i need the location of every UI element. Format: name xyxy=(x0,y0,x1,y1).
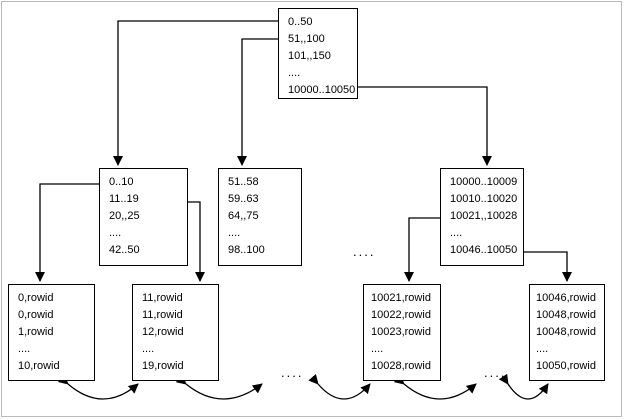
leaf-1-entry-3: 1,rowid xyxy=(18,326,54,338)
sibling-link-leaf-2-next xyxy=(175,374,263,400)
pointer-root-to-branch-1 xyxy=(113,20,278,166)
leaf-4-entry-2: 10048,rowid xyxy=(536,309,596,321)
leaf-2-entry-last: 19,rowid xyxy=(142,360,184,372)
root-key-3: 101,,150 xyxy=(288,50,331,62)
branch-1-key-ellipsis: .... xyxy=(109,227,122,239)
leaf-node-2: 11,rowid 11,rowid 12,rowid .... 19,rowid xyxy=(132,284,219,381)
branch-2-key-3: 64,,75 xyxy=(228,210,259,222)
branch-3-key-last: 10046..10050 xyxy=(450,244,518,256)
leaf-1-entry-ellipsis: .... xyxy=(18,343,31,355)
root-key-1: 0..50 xyxy=(288,16,313,28)
branch-1-key-3: 20,,25 xyxy=(109,210,140,222)
leaf-3-entry-last: 10028,rowid xyxy=(371,360,431,372)
leaf-1-entry-last: 10,rowid xyxy=(18,360,60,372)
root-key-2: 51,,100 xyxy=(288,33,325,45)
pointer-branch-1-to-leaf-1 xyxy=(35,183,104,282)
pointer-root-to-branch-2 xyxy=(237,38,278,166)
leaf-3-entry-3: 10023,rowid xyxy=(371,326,431,338)
branch-gap-ellipsis: .... xyxy=(353,244,376,259)
leaf-gap-ellipsis-left: .... xyxy=(281,365,304,380)
branch-1-key-last: 42..50 xyxy=(109,244,140,256)
pointer-branch-3-to-leaf-4 xyxy=(518,251,572,282)
branch-3-key-ellipsis: .... xyxy=(450,227,463,239)
branch-3-key-3: 10021,,10028 xyxy=(450,210,518,222)
root-node: 0..50 51,,100 101,,150 .... 10000..10050 xyxy=(278,8,358,99)
branch-2-key-last: 98..100 xyxy=(228,244,265,256)
branch-1-key-2: 11..19 xyxy=(109,193,139,205)
sibling-link-prev-leaf-3 xyxy=(308,373,371,400)
leaf-2-entry-2: 11,rowid xyxy=(142,309,183,321)
leaf-node-4: 10046,rowid 10048,rowid 10048,rowid ....… xyxy=(529,284,605,381)
leaf-4-entry-last: 10050,rowid xyxy=(536,360,596,372)
leaf-node-3: 10021,rowid 10022,rowid 10023,rowid ....… xyxy=(363,284,441,381)
branch-node-2: 51..58 59..63 64,,75 .... 98..100 xyxy=(218,168,302,266)
branch-3-key-2: 10010..10020 xyxy=(450,193,518,205)
pointer-root-to-branch-3 xyxy=(358,86,492,166)
sibling-link-leaf-1-2 xyxy=(57,374,139,400)
branch-node-3: 10000..10009 10010..10020 10021,,10028 .… xyxy=(440,168,524,266)
pointer-branch-3-to-leaf-3 xyxy=(404,217,442,282)
branch-2-key-2: 59..63 xyxy=(228,193,259,205)
sibling-link-prev-leaf-4 xyxy=(498,373,549,400)
branch-2-key-ellipsis: .... xyxy=(228,227,241,239)
branch-3-key-1: 10000..10009 xyxy=(450,176,518,188)
leaf-2-entry-ellipsis: .... xyxy=(142,343,155,355)
root-key-last: 10000..10050 xyxy=(288,84,356,96)
leaf-3-entry-ellipsis: .... xyxy=(371,343,384,355)
leaf-4-entry-1: 10046,rowid xyxy=(536,292,596,304)
root-key-ellipsis: .... xyxy=(288,67,301,79)
branch-1-key-1: 0..10 xyxy=(109,176,134,188)
leaf-4-entry-ellipsis: .... xyxy=(536,343,549,355)
leaf-3-entry-1: 10021,rowid xyxy=(371,292,431,304)
leaf-gap-ellipsis-right: .... xyxy=(484,365,507,380)
leaf-2-entry-3: 12,rowid xyxy=(142,326,184,338)
branch-2-key-1: 51..58 xyxy=(228,176,259,188)
branch-node-1: 0..10 11..19 20,,25 .... 42..50 xyxy=(99,168,188,266)
leaf-1-entry-1: 0,rowid xyxy=(18,292,54,304)
leaf-2-entry-1: 11,rowid xyxy=(142,292,183,304)
leaf-4-entry-3: 10048,rowid xyxy=(536,326,596,338)
sibling-link-leaf-3-next xyxy=(393,374,477,400)
leaf-3-entry-2: 10022,rowid xyxy=(371,309,431,321)
leaf-1-entry-2: 0,rowid xyxy=(18,309,54,321)
leaf-node-1: 0,rowid 0,rowid 1,rowid .... 10,rowid xyxy=(8,284,95,381)
